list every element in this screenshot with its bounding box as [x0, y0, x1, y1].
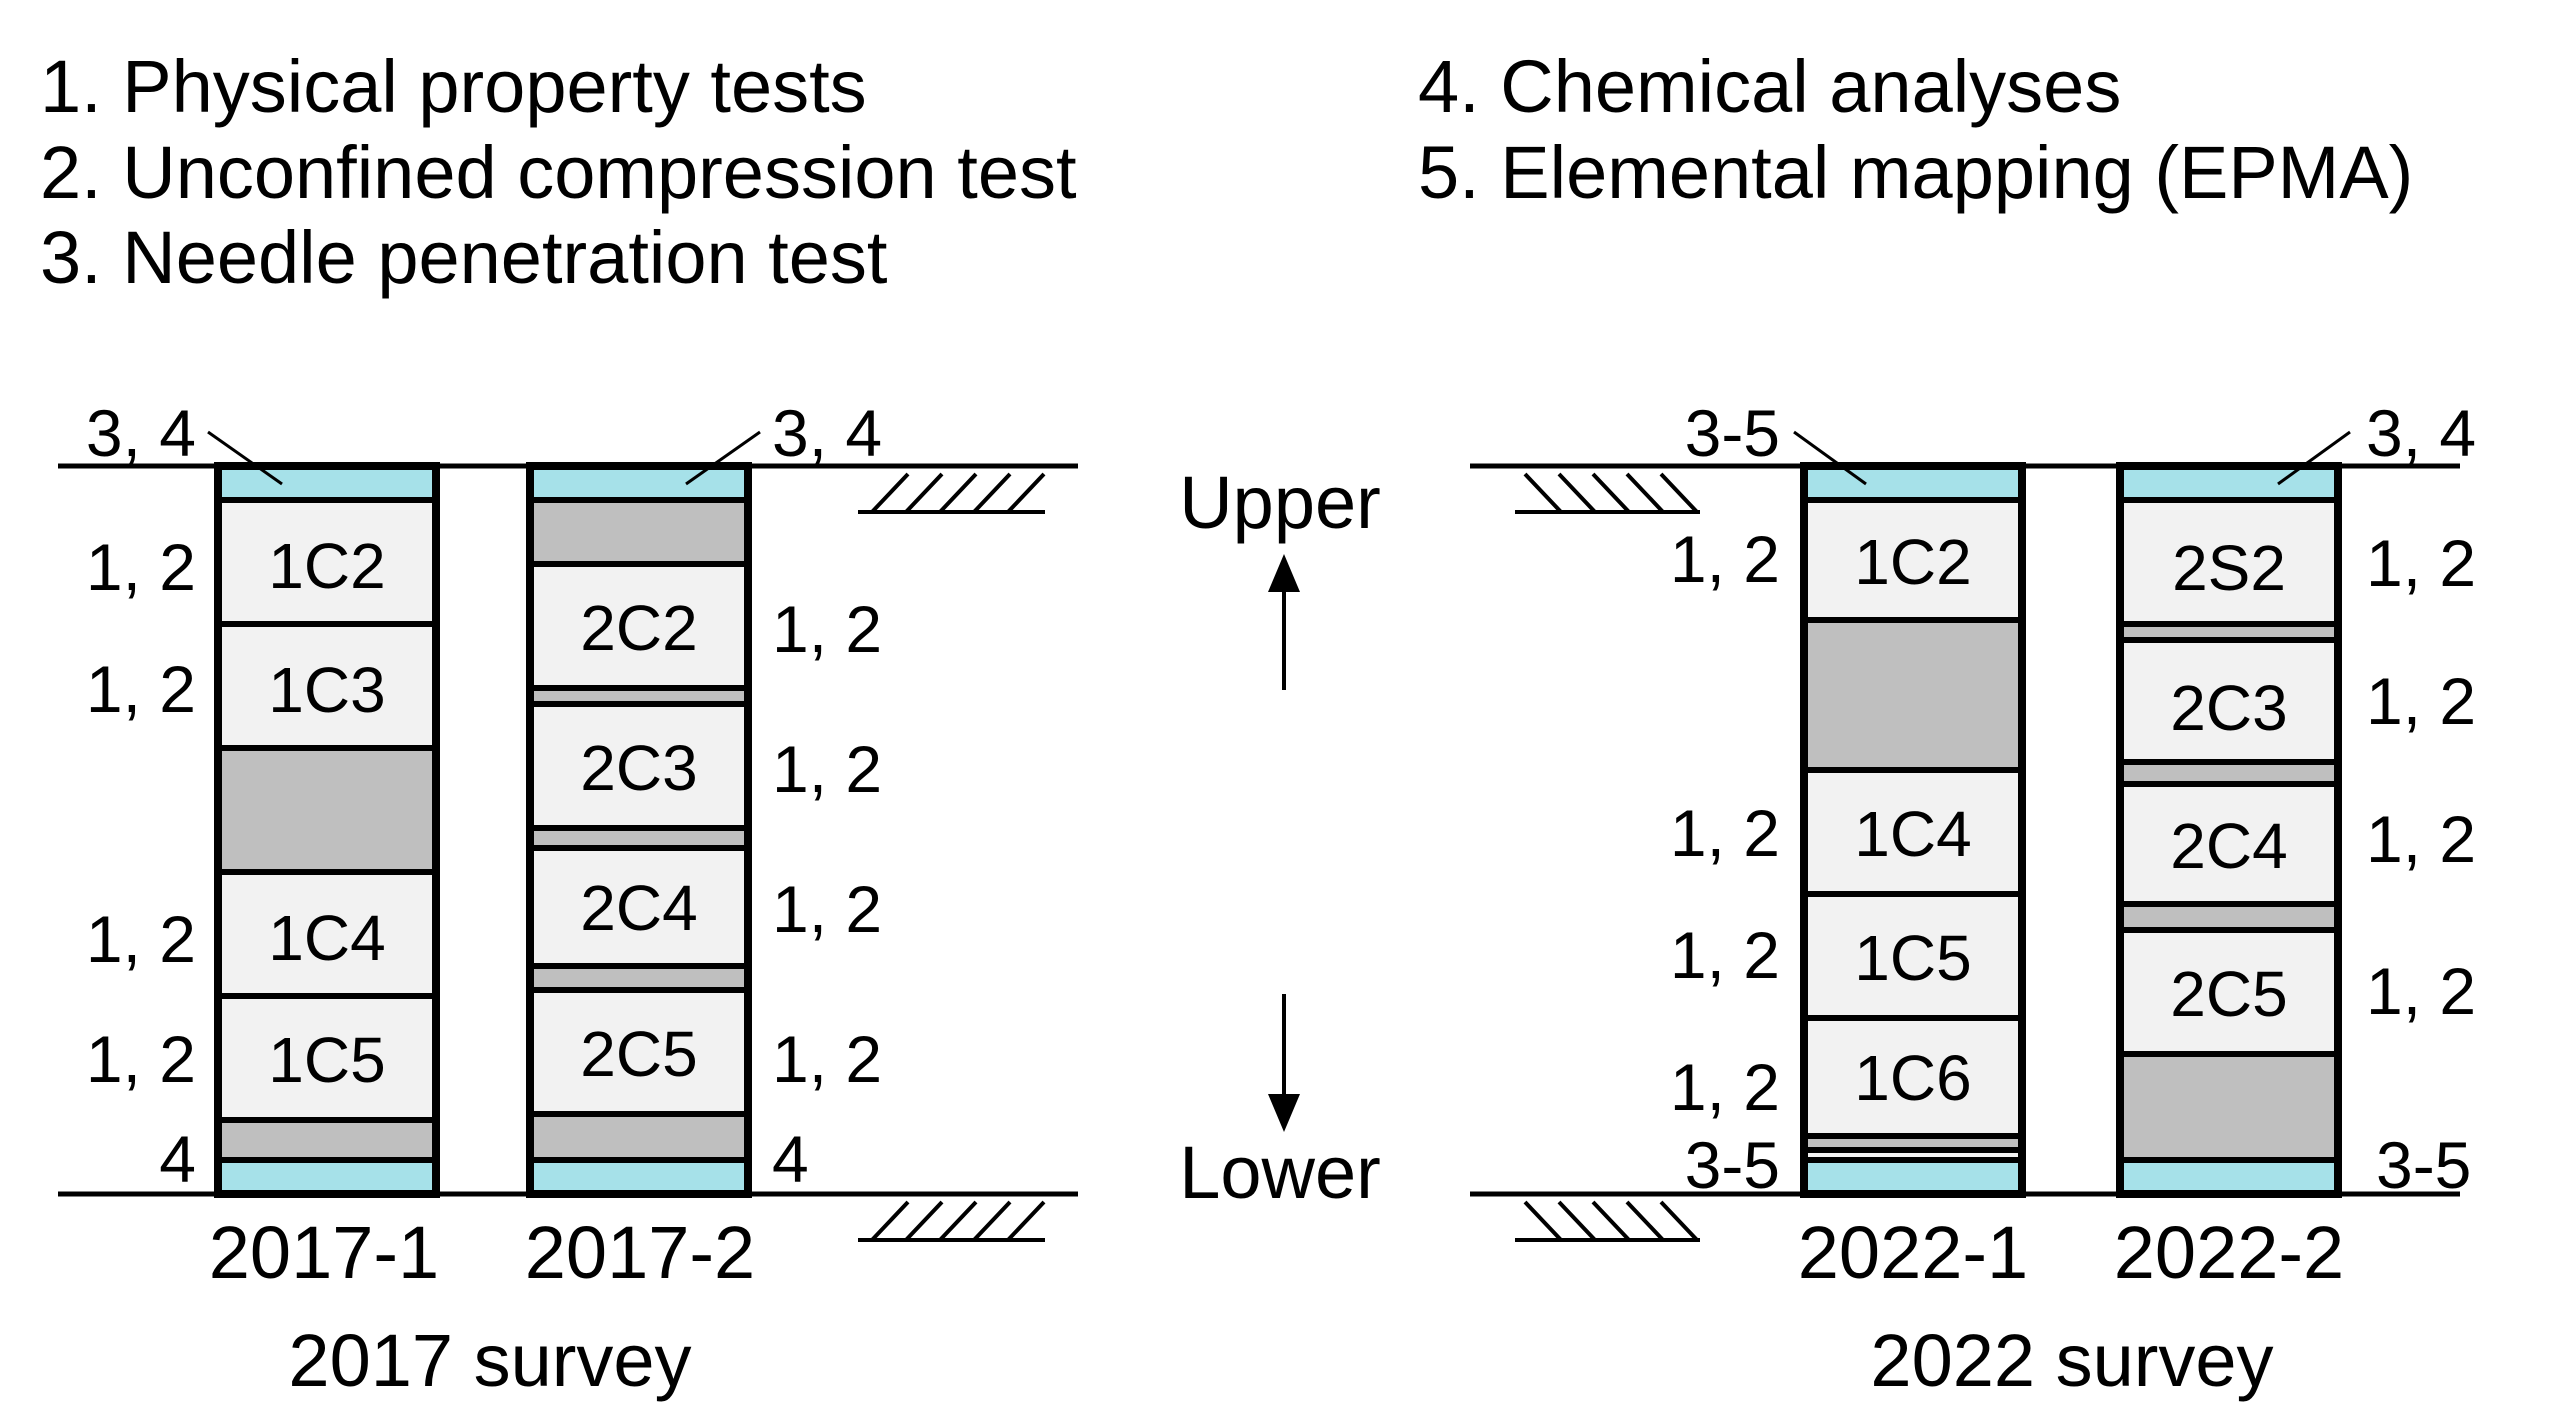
- sample-label: 1C6: [1854, 1042, 1971, 1114]
- column-label: 2017-1: [209, 1211, 439, 1294]
- column-outline: [2116, 462, 2342, 1198]
- test-label: 1, 2: [772, 1022, 882, 1096]
- untested-segment: [215, 1117, 439, 1163]
- cap-layer-top: [2117, 463, 2341, 503]
- core-column-2017-2: 2C2 2C3 2C4 2C5 1, 2 1, 2 1, 2 1, 2 3, 4…: [525, 396, 882, 1294]
- sample-label: 2C3: [2170, 672, 2287, 744]
- test-label: 1, 2: [2366, 526, 2476, 600]
- down-arrow-icon: [1268, 1094, 1300, 1132]
- ground-hatch-2017-top: [858, 472, 1046, 514]
- leader-line: [685, 430, 761, 486]
- bottom-test-label: 3-5: [1685, 1128, 1780, 1202]
- sample-label: 1C3: [268, 654, 385, 726]
- column-label: 2017-2: [525, 1211, 755, 1294]
- cap-layer-bottom: [2117, 1157, 2341, 1197]
- test-label: 1, 2: [86, 902, 196, 976]
- cap-layer-top: [527, 463, 751, 503]
- sample-label: 2C4: [580, 872, 697, 944]
- survey-title-2022: 2022 survey: [1870, 1319, 2273, 1402]
- sample-label: 2C5: [2170, 958, 2287, 1030]
- top-test-label: 3, 4: [2366, 396, 2476, 470]
- sample-label: 1C2: [1854, 526, 1971, 598]
- upper-label: Upper: [1179, 461, 1381, 544]
- sample-segment-2C3: [2117, 637, 2341, 765]
- test-label: 1, 2: [1670, 918, 1780, 992]
- untested-segment: [1801, 617, 2025, 773]
- test-label: 1, 2: [86, 1022, 196, 1096]
- sample-segment-1C4: [215, 869, 439, 999]
- legend-item-chemical: 4. Chemical analyses: [1418, 45, 2121, 128]
- ground-hatch-2022-top: [1515, 472, 1700, 514]
- test-label: 1, 2: [86, 530, 196, 604]
- sample-label: 2C4: [2170, 810, 2287, 882]
- sample-label: 2C3: [580, 732, 697, 804]
- column-outline: [214, 462, 440, 1198]
- cap-layer-bottom: [215, 1157, 439, 1197]
- untested-segment: [527, 1111, 751, 1163]
- untested-segment: [2117, 901, 2341, 933]
- untested-segment: [2117, 759, 2341, 787]
- leader-line: [2277, 430, 2351, 486]
- cap-layer-bottom: [1801, 1157, 2025, 1197]
- test-label: 1, 2: [86, 652, 196, 726]
- top-test-label: 3, 4: [772, 396, 882, 470]
- cap-layer-top: [1801, 463, 2025, 503]
- untested-segment: [527, 963, 751, 993]
- sample-label: 1C4: [1854, 798, 1971, 870]
- top-test-label: 3-5: [1685, 396, 1780, 470]
- test-label: 1, 2: [1670, 1050, 1780, 1124]
- sample-segment-2C3: [527, 701, 751, 831]
- test-label: 1, 2: [1670, 796, 1780, 870]
- column-label: 2022-1: [1798, 1211, 2028, 1294]
- up-arrow-icon: [1268, 554, 1300, 592]
- sample-label: 1C4: [268, 902, 385, 974]
- core-column-2017-1: 1C2 1C3 1C4 1C5 1, 2 1, 2 1, 2 1, 2 3, 4…: [86, 396, 440, 1294]
- test-label: 1, 2: [772, 732, 882, 806]
- legend: 1. Physical property tests 2. Unconfined…: [40, 45, 2413, 299]
- untested-segment: [2117, 1051, 2341, 1163]
- sample-label: 1C5: [1854, 922, 1971, 994]
- test-label: 1, 2: [2366, 954, 2476, 1028]
- sample-segment-2C4: [527, 845, 751, 969]
- legend-item-physical: 1. Physical property tests: [40, 45, 867, 128]
- lower-label: Lower: [1179, 1131, 1381, 1214]
- survey-title-2017: 2017 survey: [288, 1319, 691, 1402]
- untested-segment: [215, 745, 439, 875]
- top-test-label: 3, 4: [86, 396, 196, 470]
- test-label: 1, 2: [1670, 522, 1780, 596]
- sample-segment-1C6: [1801, 1015, 2025, 1139]
- column-label: 2022-2: [2114, 1211, 2344, 1294]
- bottom-test-label: 4: [772, 1122, 809, 1196]
- bottom-test-label: 4: [159, 1122, 196, 1196]
- column-outline: [1800, 462, 2026, 1198]
- test-label: 1, 2: [772, 872, 882, 946]
- sample-segment-2C2: [527, 561, 751, 691]
- untested-segment: [527, 497, 751, 567]
- sample-label: 2C5: [580, 1018, 697, 1090]
- legend-item-needle: 3. Needle penetration test: [40, 216, 888, 299]
- leader-line: [207, 430, 283, 486]
- sample-label: 1C5: [268, 1024, 385, 1096]
- legend-item-unconfined: 2. Unconfined compression test: [40, 131, 1077, 214]
- sample-label: 1C2: [268, 530, 385, 602]
- ground-hatch-2022-bottom: [1515, 1200, 1700, 1242]
- sample-label: 2S2: [2172, 532, 2286, 604]
- cap-layer-top: [215, 463, 439, 503]
- test-label: 1, 2: [2366, 664, 2476, 738]
- test-label: 1, 2: [2366, 802, 2476, 876]
- core-column-2022-2: 2S2 2C3 2C4 2C5 1, 2 1, 2 1, 2 1, 2 3, 4…: [2114, 396, 2476, 1294]
- legend-item-epma: 5. Elemental mapping (EPMA): [1418, 131, 2413, 214]
- direction-indicator: Upper Lower: [1179, 461, 1381, 1214]
- column-outline: [526, 462, 752, 1198]
- sample-segment-1C2: [215, 497, 439, 627]
- test-label: 1, 2: [772, 592, 882, 666]
- ground-hatch-2017-bottom: [858, 1200, 1046, 1242]
- core-column-2022-1: 1C2 1C4 1C5 1C6 1, 2 1, 2 1, 2 1, 2 3-5 …: [1670, 396, 2028, 1294]
- bottom-test-label: 3-5: [2376, 1128, 2471, 1202]
- sample-label: 2C2: [580, 592, 697, 664]
- leader-line: [1793, 430, 1867, 486]
- cap-layer-bottom: [527, 1157, 751, 1197]
